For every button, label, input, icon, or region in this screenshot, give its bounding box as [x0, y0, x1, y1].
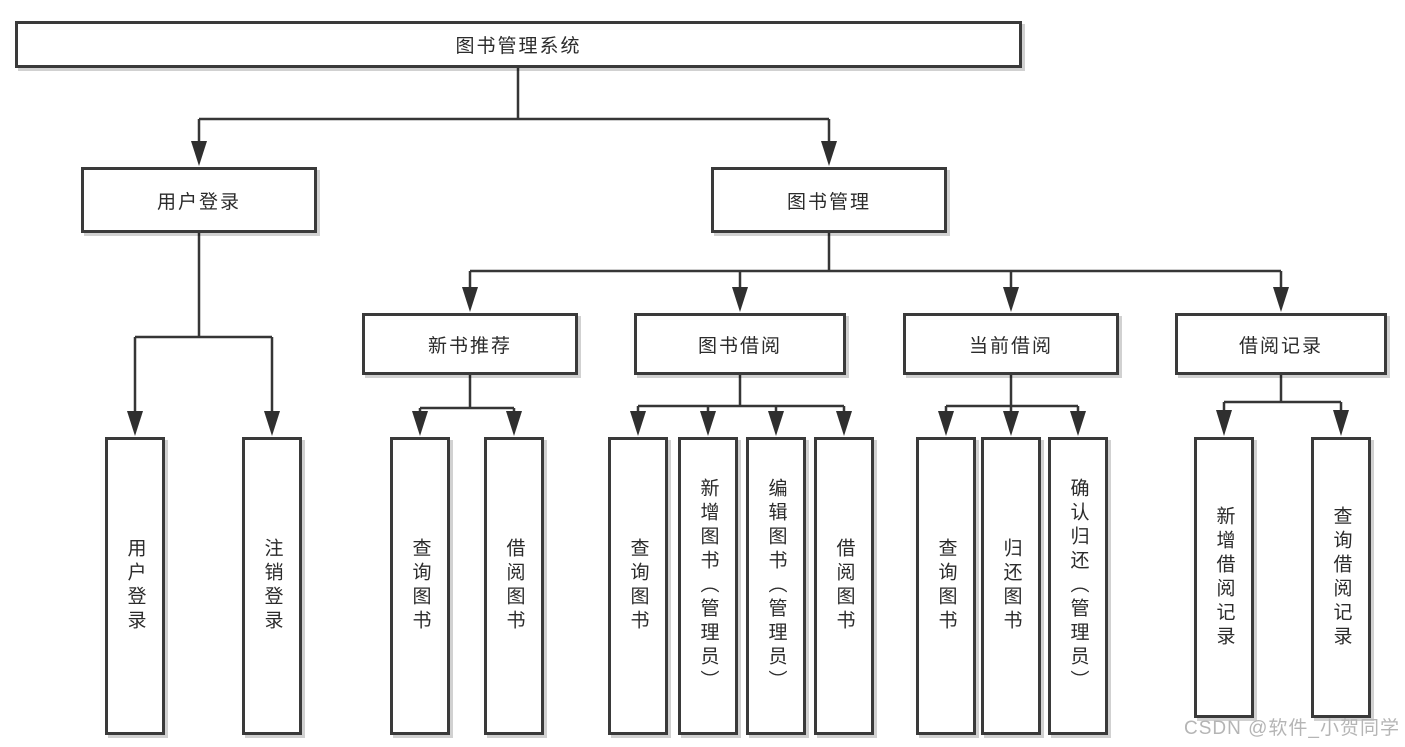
arrow-icon [732, 287, 748, 312]
leaf-records-add-record: 新增借阅记录 [1194, 437, 1254, 718]
node-root: 图书管理系统 [15, 21, 1022, 68]
leaf-borrow-query-books: 查询图书 [608, 437, 668, 735]
arrow-icon [836, 411, 852, 436]
arrow-icon [264, 411, 280, 436]
arrow-icon [127, 411, 143, 436]
arrow-icon [1273, 287, 1289, 312]
leaf-borrow-add-books-admin: 新增图书（管理员） [678, 437, 738, 735]
leaf-logout: 注销登录 [242, 437, 302, 735]
node-book-borrow: 图书借阅 [634, 313, 846, 375]
connector-newbook-to-leaves [418, 375, 516, 412]
connector-root-to-level2 [197, 68, 831, 142]
arrow-icon [506, 411, 522, 436]
arrow-icon [1070, 411, 1086, 436]
arrow-icon [412, 411, 428, 436]
leaf-records-query-record: 查询借阅记录 [1311, 437, 1371, 718]
node-new-book-recommend: 新书推荐 [362, 313, 578, 375]
watermark: CSDN @软件_小贺同学 [1184, 718, 1400, 739]
leaf-current-return-books: 归还图书 [981, 437, 1041, 735]
leaf-recommend-query-books: 查询图书 [390, 437, 450, 735]
node-borrow-records: 借阅记录 [1175, 313, 1387, 375]
arrow-icon [191, 141, 207, 166]
leaf-current-confirm-return-admin: 确认归还（管理员） [1048, 437, 1108, 735]
arrow-icon [1333, 410, 1349, 436]
arrow-icon [700, 411, 716, 436]
leaf-current-query-books: 查询图书 [916, 437, 976, 735]
arrow-icon [1003, 411, 1019, 436]
connector-currentborrow-to-leaves [944, 375, 1080, 412]
leaf-user-login: 用户登录 [105, 437, 165, 735]
arrowheads [127, 141, 1349, 436]
connector-records-to-leaves [1222, 375, 1343, 411]
arrow-icon [630, 411, 646, 436]
arrow-icon [768, 411, 784, 436]
connector-bookmgmt-to-level3 [468, 233, 1283, 288]
node-user-login: 用户登录 [81, 167, 317, 233]
leaf-recommend-borrow-books: 借阅图书 [484, 437, 544, 735]
leaf-borrow-borrow-books: 借阅图书 [814, 437, 874, 735]
connector-userlogin-to-leaves [133, 233, 274, 412]
arrow-icon [821, 141, 837, 166]
arrow-icon [938, 411, 954, 436]
leaf-borrow-edit-books-admin: 编辑图书（管理员） [746, 437, 806, 735]
arrow-icon [1003, 287, 1019, 312]
connector-bookborrow-to-leaves [636, 375, 846, 412]
arrow-icon [462, 287, 478, 312]
arrow-icon [1216, 410, 1232, 436]
node-current-borrow: 当前借阅 [903, 313, 1119, 375]
node-book-management: 图书管理 [711, 167, 947, 233]
